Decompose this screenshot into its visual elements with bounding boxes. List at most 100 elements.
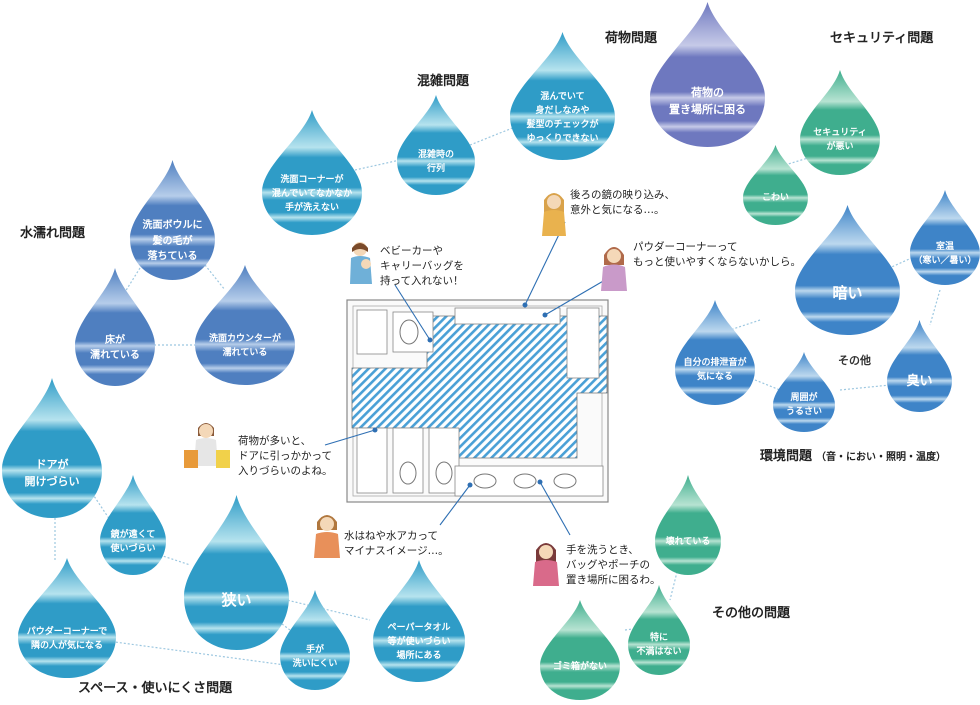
drop-shape — [628, 585, 690, 675]
drop-body — [373, 560, 465, 682]
heading-space: スペース・使いにくさ問題 — [78, 681, 233, 696]
drop-no-check: 混んでいて 身だしなみや 髪型のチェックが ゆっくりできない — [510, 32, 615, 160]
woman-powder-figure — [598, 243, 630, 291]
woman-handwash-figure — [530, 540, 562, 586]
note-mirror-back: 後ろの鏡の映り込み、 意外と気になる…。 — [570, 189, 675, 217]
drop-shape — [18, 558, 116, 678]
note-bag-place: 手を洗うとき、 バッグやポーチの 置き場所に困るわ。 — [566, 544, 661, 587]
drop-label: 狭い — [221, 590, 252, 609]
drop-no-trash: ゴミ箱がない — [540, 600, 620, 700]
drop-broken: 壊れている — [655, 475, 721, 575]
drop-shape — [510, 32, 615, 160]
drop-shape — [130, 160, 215, 280]
heading-security: セキュリティ問題 — [830, 31, 934, 46]
drop-body — [655, 475, 721, 575]
heading-water: 水濡れ問題 — [20, 226, 86, 241]
woman-splash-figure — [312, 512, 342, 558]
drop-shape — [100, 475, 166, 575]
env-other-label: その他 — [838, 354, 871, 367]
drop-label: ペーパータオル 等が使いづらい 場所にある — [387, 623, 451, 661]
drop-label: 荷物の 置き場所に困る — [669, 85, 746, 116]
drop-security-bad: セキュリティ が悪い — [800, 70, 880, 175]
drop-label: 混雑時の 行列 — [417, 150, 454, 174]
drop-label: 周囲が うるさい — [785, 393, 822, 418]
drop-shape — [75, 268, 155, 386]
note-luggage-door: 荷物が多いと、 ドアに引っかかって 入りづらいのよね。 — [238, 435, 333, 478]
drop-body — [510, 32, 615, 160]
drop-body — [130, 160, 215, 280]
drop-shape — [795, 205, 900, 335]
heading-crowd: 混雑問題 — [417, 74, 470, 89]
drop-hair-bowl: 洗面ボウルに 髪の毛が 落ちている — [130, 160, 215, 280]
heading-environment: 環境問題（音・におい・照明・温度） — [760, 449, 947, 464]
drop-body — [628, 585, 690, 675]
drop-smell: 臭い — [887, 320, 952, 412]
drop-body — [773, 352, 835, 432]
drop-label: ドアが 開けづらい — [24, 458, 80, 489]
drop-queue: 混雑時の 行列 — [397, 95, 475, 195]
drop-not-clean: 特に 不満はない — [628, 585, 690, 675]
drop-shape — [184, 495, 289, 650]
drop-floor-wet: 床が 濡れている — [75, 268, 155, 386]
drop-shape — [743, 145, 808, 225]
heading-other: その他の問題 — [712, 606, 791, 621]
drop-label: 混んでいて 身だしなみや 髪型のチェックが ゆっくりできない — [526, 92, 599, 144]
drop-door-hard: ドアが 開けづらい — [2, 378, 102, 518]
drop-body — [887, 320, 952, 412]
drop-counter-wet: 洗面カウンターが 濡れている — [195, 265, 295, 385]
drop-body — [100, 475, 166, 575]
drop-flush-sound: 自分の排泄音が 気になる — [675, 300, 755, 405]
drop-label: 臭い — [906, 374, 933, 390]
drop-shape — [373, 560, 465, 682]
drop-label: 特に 不満はない — [636, 633, 682, 658]
drop-body — [795, 205, 900, 335]
drop-body — [675, 300, 755, 405]
drop-shape — [540, 600, 620, 700]
drop-shape — [910, 190, 980, 285]
drop-body — [262, 110, 362, 235]
drop-shape — [650, 2, 765, 147]
woman-with-bags-figure — [182, 420, 234, 472]
drop-label: 室温 （寒い／暑い） — [913, 241, 977, 266]
drop-body — [540, 600, 620, 700]
note-splash: 水はねや水アカって マイナスイメージ…。 — [344, 530, 449, 558]
drop-body — [18, 558, 116, 678]
drop-label: 洗面ボウルに 髪の毛が 落ちている — [142, 220, 203, 263]
drop-body — [743, 145, 808, 225]
drop-scary: こわい — [743, 145, 808, 225]
note-stroller: ベビーカーや キャリーバッグを 持って入れない！ — [380, 245, 464, 288]
mother-with-baby-figure — [346, 240, 378, 286]
drop-shape — [887, 320, 952, 412]
woman-mirror-figure — [540, 190, 568, 236]
note-powder: パウダーコーナーって もっと使いやすくならないかしら。 — [633, 241, 801, 269]
drop-body — [397, 95, 475, 195]
drop-shape — [195, 265, 295, 385]
drop-label: 鏡が遠くて 使いづらい — [110, 530, 156, 554]
drop-shape — [800, 70, 880, 175]
drop-mirror-far: 鏡が遠くて 使いづらい — [100, 475, 166, 575]
drop-shape — [262, 110, 362, 235]
drop-shape — [397, 95, 475, 195]
drop-shape — [675, 300, 755, 405]
drop-label: パウダーコーナーで 隣の人が気になる — [26, 626, 108, 651]
drop-label: こわい — [761, 193, 789, 204]
drop-shape — [280, 590, 350, 690]
drop-body — [280, 590, 350, 690]
heading-environment-sub: （音・におい・照明・温度） — [816, 452, 947, 463]
drop-label: 洗面コーナーが 混んでいてなかなか 手が洗えない — [271, 175, 353, 213]
drop-powder-neighbor: パウダーコーナーで 隣の人が気になる — [18, 558, 116, 678]
drop-body — [2, 378, 102, 518]
drop-body — [800, 70, 880, 175]
restroom-floor-plan — [346, 299, 609, 503]
drop-label: 自分の排泄音が 気になる — [683, 358, 747, 383]
drop-noisy: 周囲が うるさい — [773, 352, 835, 432]
drop-body — [910, 190, 980, 285]
drop-shape — [655, 475, 721, 575]
drop-shape — [773, 352, 835, 432]
drop-body — [195, 265, 295, 385]
drop-label: 床が 濡れている — [90, 334, 140, 362]
drop-towel: ペーパータオル 等が使いづらい 場所にある — [373, 560, 465, 682]
drop-label: セキュリティ が悪い — [813, 128, 867, 153]
